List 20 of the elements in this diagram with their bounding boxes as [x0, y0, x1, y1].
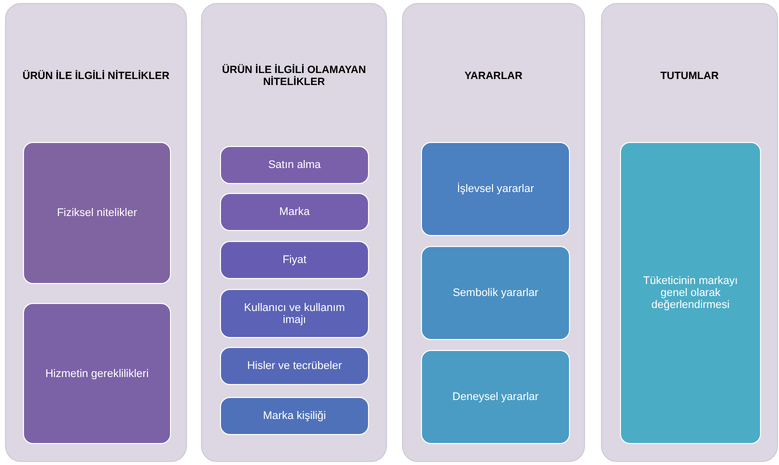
attribute-box: Tüketicinin markayı genel olarak değerlendirmesi — [620, 142, 761, 444]
attribute-box: Hizmetin gereklilikleri — [23, 303, 171, 444]
attribute-box: İşlevsel yararlar — [421, 142, 570, 236]
attribute-box: Marka kişiliği — [220, 397, 369, 435]
column-heading: YARARLAR — [464, 70, 522, 82]
column-panel — [402, 3, 585, 462]
column-heading: TUTUMLAR — [660, 70, 719, 82]
attribute-box: Fiziksel nitelikler — [23, 142, 171, 284]
attribute-box: Kullanıcı ve kullanım imajı — [220, 289, 369, 338]
attribute-box: Hisler ve tecrübeler — [220, 347, 369, 385]
attribute-box: Fiyat — [220, 241, 369, 279]
column-panel — [601, 3, 778, 462]
column-heading: ÜRÜN İLE İLGİLİ NİTELİKLER — [22, 70, 170, 82]
column-heading: ÜRÜN İLE İLGİLİ OLAMAYAN NİTELİKLER — [221, 64, 367, 88]
attribute-box: Deneysel yararlar — [421, 350, 570, 444]
attribute-box: Satın alma — [220, 146, 369, 184]
column-panel — [201, 3, 387, 462]
attribute-box: Marka — [220, 193, 369, 231]
column-panel — [5, 3, 187, 462]
attribute-box: Sembolik yararlar — [421, 246, 570, 340]
